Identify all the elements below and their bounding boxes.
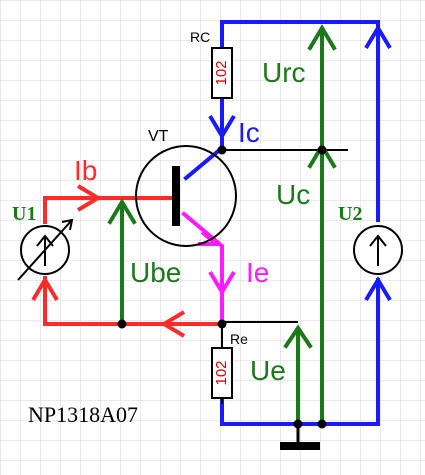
ic-arrow (208, 24, 392, 302)
urc-label: Urc (262, 57, 306, 88)
ib-arrow (31, 184, 186, 338)
transistor-vt (135, 145, 237, 247)
junction-dots (117, 145, 327, 429)
source-u2 (353, 225, 403, 275)
rc-label: RC (190, 29, 210, 45)
re-value: 102 (213, 360, 230, 385)
rc-value: 102 (213, 60, 230, 85)
re-label: Re (230, 331, 248, 347)
u2-label: U2 (338, 203, 362, 225)
source-u1 (17, 218, 74, 281)
resistor-rc (211, 47, 233, 99)
ic-label: Ic (238, 117, 260, 148)
ground-symbol (280, 424, 320, 450)
ie-arrow (198, 230, 236, 296)
part-number: NP1318A07 (28, 402, 138, 427)
ue-label: Ue (250, 355, 286, 386)
voltage-arrows (107, 24, 337, 424)
u1-label: U1 (12, 203, 36, 225)
ib-label: Ib (74, 155, 97, 186)
vt-label: VT (148, 128, 169, 145)
uc-label: Uc (276, 179, 310, 210)
ube-label: Ube (130, 257, 181, 288)
ie-label: Ie (246, 257, 269, 288)
